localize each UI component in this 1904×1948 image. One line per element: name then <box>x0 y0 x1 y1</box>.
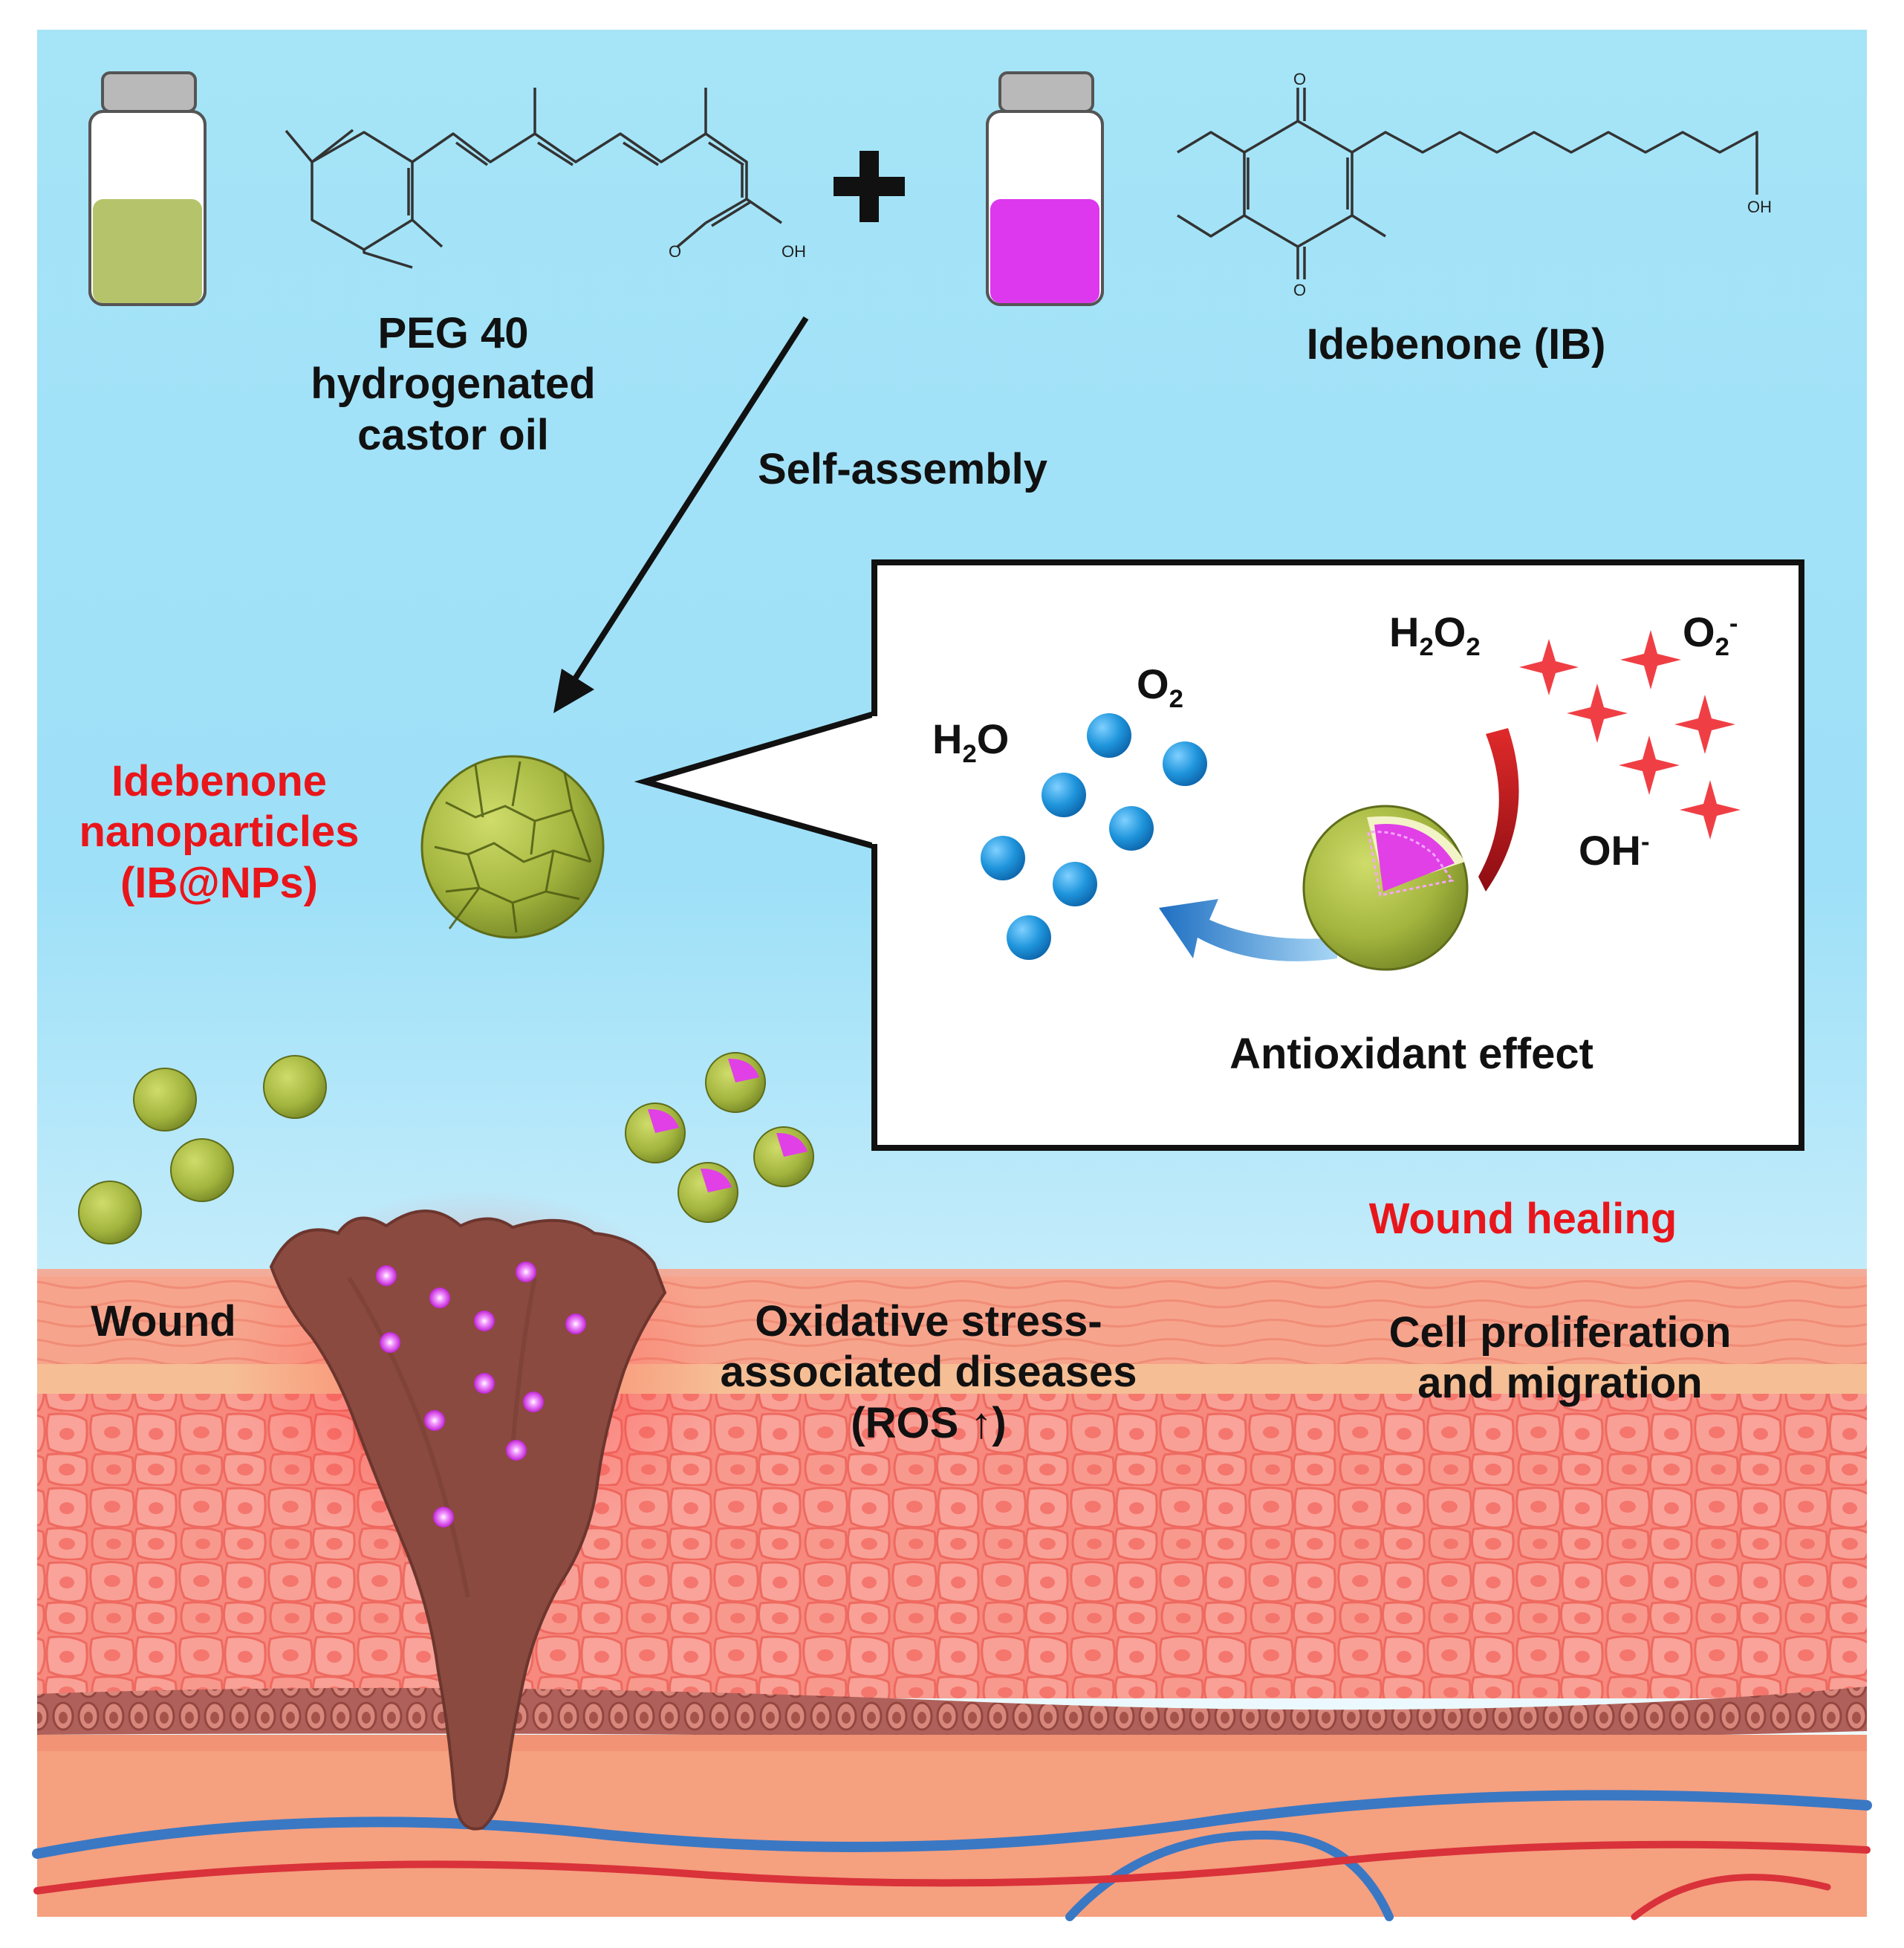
cutaway-nanoparticle-icon <box>1302 805 1469 971</box>
loaded-particle-icon <box>753 1126 814 1187</box>
droplet <box>1087 713 1131 758</box>
droplet <box>981 836 1025 880</box>
self-assembly-label: Self-assembly <box>757 445 1048 493</box>
blue-curved-arrow-icon <box>1159 899 1337 961</box>
water-droplets <box>981 713 1207 960</box>
ros-dot <box>516 1262 536 1282</box>
nanoparticle-small-icon <box>170 1138 234 1202</box>
cell-label-line-2: and migration <box>1417 1359 1703 1408</box>
ros-star-icon <box>1619 736 1680 795</box>
ros-star-icon <box>1567 684 1628 743</box>
h2o2-sub: 2 <box>1419 633 1434 662</box>
ros-dot <box>424 1410 445 1431</box>
ib-atom-o-bottom: O <box>1293 281 1306 299</box>
ohminus-sup: - <box>1641 828 1650 857</box>
ros-dot <box>429 1288 450 1308</box>
idebenone-structure <box>1177 88 1758 279</box>
oxidative-label-line-3: (ROS ↑) <box>851 1398 1007 1447</box>
loaded-particle-icon <box>678 1162 738 1223</box>
o2-base: O <box>1137 660 1169 707</box>
ib-atom-oh: OH <box>1747 198 1772 216</box>
nanoparticle-small-icon <box>78 1181 142 1244</box>
h2o-tail: O <box>976 715 1010 762</box>
nanoparticles-label-line-3: (IB@NPs) <box>120 858 318 907</box>
oxidative-label: Oxidative stress- associated diseases (R… <box>669 1296 1189 1449</box>
o2minus-base: O <box>1683 608 1715 655</box>
o2minus-sub: 2 <box>1715 633 1729 662</box>
red-vessel-icon <box>33 1840 1871 1895</box>
droplet <box>1163 741 1207 786</box>
ros-dot <box>433 1507 454 1527</box>
nanoparticle-icon <box>420 755 605 939</box>
ros-dot <box>474 1373 495 1394</box>
ros-dot <box>376 1265 397 1286</box>
oxidative-label-line-2: associated diseases <box>720 1348 1137 1397</box>
h2o-base: H <box>932 715 963 762</box>
peg-vial <box>88 71 207 306</box>
peg-label: PEG 40 hydrogenated castor oil <box>267 308 639 461</box>
idebenone-vial <box>986 71 1104 306</box>
floating-nanoparticles <box>78 1055 327 1244</box>
ros-star-icon <box>1620 630 1681 689</box>
droplet <box>1053 862 1097 906</box>
o2-sub: 2 <box>1169 685 1183 714</box>
idebenone-label: Idebenone (IB) <box>1306 320 1606 369</box>
h2o2-base: H <box>1389 608 1420 655</box>
ros-dot <box>506 1440 527 1461</box>
ros-stars <box>1519 630 1741 840</box>
loaded-nanoparticles <box>625 1052 814 1223</box>
ohminus-label: OH- <box>1579 826 1650 874</box>
nanoparticle-small-icon <box>263 1055 327 1119</box>
wound-label: Wound <box>91 1297 236 1345</box>
red-curved-arrow-icon <box>1478 728 1519 892</box>
blood-vessels <box>32 1790 1872 1921</box>
loaded-particle-icon <box>705 1052 766 1113</box>
peg-label-line-2: hydrogenated <box>311 360 596 409</box>
ros-dot <box>523 1392 544 1412</box>
o2-label: O2 <box>1137 660 1183 714</box>
peg-structure <box>285 88 782 269</box>
wound <box>230 1189 721 1831</box>
h2o-label: H2O <box>932 715 1009 769</box>
nanoparticles-label-line-1: Idebenone <box>111 757 328 805</box>
ros-dot <box>380 1332 400 1353</box>
peg-atom-oh: OH <box>782 242 806 261</box>
ros-star-icon <box>1680 780 1741 840</box>
oxidative-label-line-1: Oxidative stress- <box>755 1297 1102 1345</box>
ros-dot <box>565 1314 586 1334</box>
nanoparticles-label: Idebenone nanoparticles (IB@NPs) <box>41 756 397 909</box>
ros-star-icon <box>1519 639 1579 695</box>
self-assembly-arrow-icon <box>553 316 809 713</box>
h2o-sub: 2 <box>962 740 977 769</box>
nanoparticle-small-icon <box>133 1068 197 1132</box>
ros-dot <box>474 1311 495 1331</box>
h2o2-sub2: 2 <box>1466 633 1481 662</box>
droplet <box>1007 915 1051 960</box>
ib-atom-o-top: O <box>1293 70 1306 88</box>
droplet <box>1042 773 1086 817</box>
wound-healing-label: Wound healing <box>1368 1195 1677 1243</box>
droplet <box>1109 806 1154 851</box>
peg-label-line-1: PEG 40 <box>377 309 529 357</box>
o2minus-sup: - <box>1729 609 1738 638</box>
cell-label: Cell proliferation and migration <box>1322 1308 1798 1409</box>
ohminus-base: OH <box>1579 827 1641 874</box>
plus-icon <box>834 151 905 222</box>
peg-atom-o: O <box>669 242 681 261</box>
cell-label-line-1: Cell proliferation <box>1388 1308 1732 1357</box>
h2o2-label: H2O2 <box>1389 608 1481 662</box>
ros-star-icon <box>1674 695 1735 754</box>
peg-label-line-3: castor oil <box>357 410 549 459</box>
nanoparticles-label-line-2: nanoparticles <box>79 808 360 857</box>
h2o2-tail: O <box>1433 608 1466 655</box>
antioxidant-label: Antioxidant effect <box>1229 1030 1593 1078</box>
blue-vessel-icon <box>32 1790 1872 1859</box>
red-vessel-icon <box>1631 1874 1831 1921</box>
wound-ros-dots <box>376 1262 586 1527</box>
loaded-particle-icon <box>625 1103 686 1163</box>
o2minus-label: O2- <box>1683 608 1738 662</box>
